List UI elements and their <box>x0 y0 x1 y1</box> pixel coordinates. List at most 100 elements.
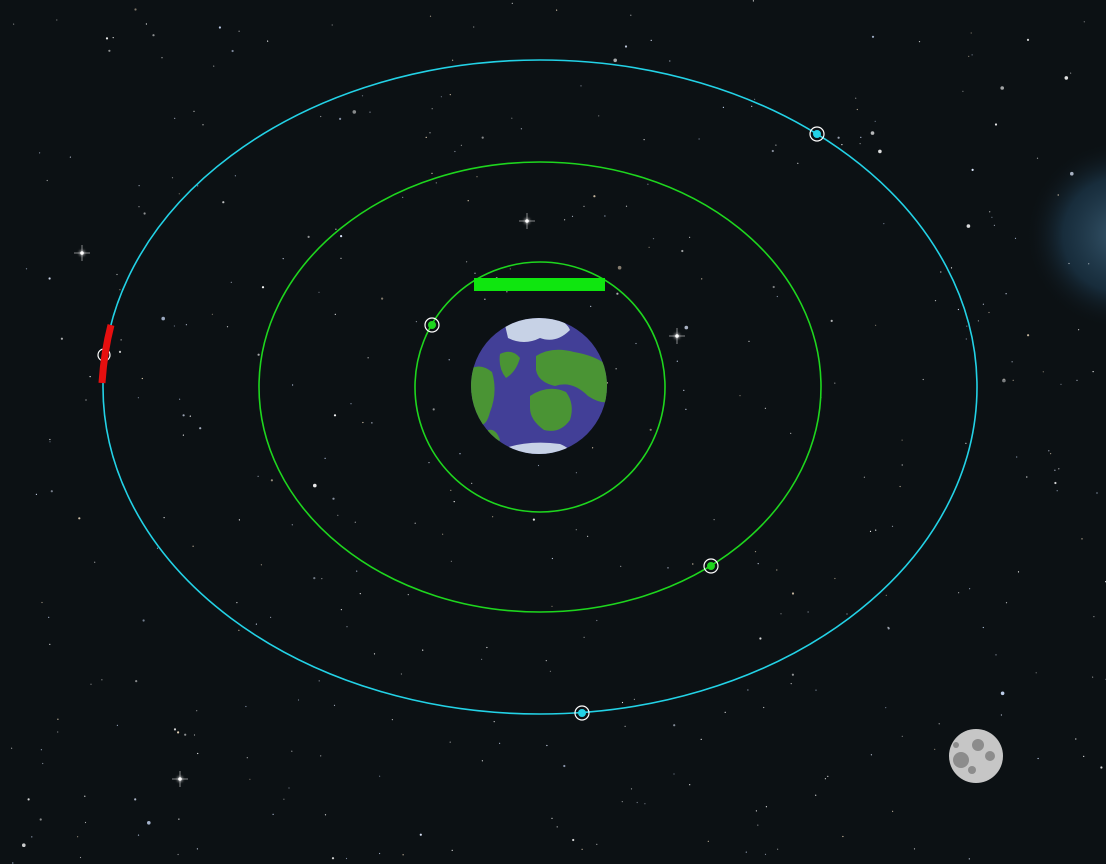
star <box>288 787 290 789</box>
star <box>596 619 598 622</box>
star <box>707 840 709 842</box>
star <box>827 775 829 778</box>
star <box>754 98 756 100</box>
star <box>379 775 381 777</box>
star <box>331 857 335 860</box>
star <box>484 298 486 300</box>
star <box>453 501 455 503</box>
star <box>50 490 53 493</box>
star <box>899 485 901 488</box>
star <box>448 359 450 361</box>
star <box>69 156 71 158</box>
star <box>1000 714 1003 716</box>
star <box>617 265 622 270</box>
star <box>337 514 339 516</box>
blue-nebula <box>1025 141 1106 329</box>
earth-planet[interactable] <box>468 315 610 460</box>
star <box>875 529 877 531</box>
star <box>571 215 574 217</box>
star <box>745 851 747 853</box>
star <box>90 683 92 685</box>
star <box>238 30 240 32</box>
star <box>751 105 753 107</box>
star <box>776 569 778 571</box>
star <box>989 211 991 213</box>
star <box>246 757 248 759</box>
satellite-middle[interactable] <box>703 558 719 574</box>
star <box>815 794 817 796</box>
star <box>313 577 316 580</box>
star <box>161 316 165 321</box>
star <box>177 731 180 734</box>
star <box>152 34 155 37</box>
star <box>476 176 478 178</box>
star <box>171 177 174 179</box>
satellite-inner[interactable] <box>424 317 440 333</box>
star <box>613 58 617 63</box>
star <box>318 680 320 682</box>
star <box>13 23 15 25</box>
star <box>891 525 894 527</box>
star <box>643 139 645 141</box>
star <box>1092 676 1094 678</box>
star <box>373 653 376 655</box>
star <box>1012 379 1014 381</box>
star <box>1081 538 1083 540</box>
star <box>870 754 873 756</box>
satellite-outer-top[interactable] <box>809 126 825 142</box>
star <box>757 824 759 826</box>
satellite-outer-bottom[interactable] <box>574 705 590 721</box>
star <box>369 111 371 113</box>
star <box>977 320 980 322</box>
star <box>934 300 937 302</box>
star <box>340 235 343 238</box>
star <box>249 778 251 780</box>
star <box>621 801 623 803</box>
star <box>1054 481 1057 485</box>
star <box>282 258 284 260</box>
moon-craters <box>953 739 995 774</box>
star <box>815 689 817 691</box>
star <box>1050 453 1052 455</box>
star <box>587 535 589 537</box>
star <box>192 545 194 547</box>
star <box>965 442 967 444</box>
star <box>790 432 792 434</box>
bright-star <box>172 771 188 787</box>
star <box>1026 38 1030 42</box>
star <box>859 143 861 145</box>
star <box>255 623 257 625</box>
star <box>354 521 356 523</box>
star <box>644 803 646 805</box>
star <box>422 649 424 651</box>
star <box>940 271 942 273</box>
star <box>486 646 488 649</box>
star <box>636 801 638 804</box>
star <box>449 741 451 743</box>
star <box>1017 571 1020 573</box>
star <box>11 747 13 749</box>
star <box>1042 371 1044 373</box>
star <box>771 149 774 153</box>
star <box>474 272 476 274</box>
star <box>182 434 184 436</box>
star <box>874 120 876 122</box>
star <box>700 738 702 741</box>
star <box>596 843 598 846</box>
star <box>340 257 342 259</box>
star <box>431 108 433 110</box>
star <box>202 124 204 126</box>
bright-star <box>669 328 685 344</box>
bright-star <box>519 213 535 229</box>
star <box>499 742 501 744</box>
moon[interactable] <box>949 729 1003 783</box>
star <box>556 9 558 11</box>
star <box>245 705 247 708</box>
star <box>958 592 960 594</box>
star <box>1000 86 1004 90</box>
star <box>913 848 916 850</box>
star <box>493 721 495 723</box>
star <box>583 636 585 638</box>
star <box>48 616 50 618</box>
star <box>49 438 51 441</box>
